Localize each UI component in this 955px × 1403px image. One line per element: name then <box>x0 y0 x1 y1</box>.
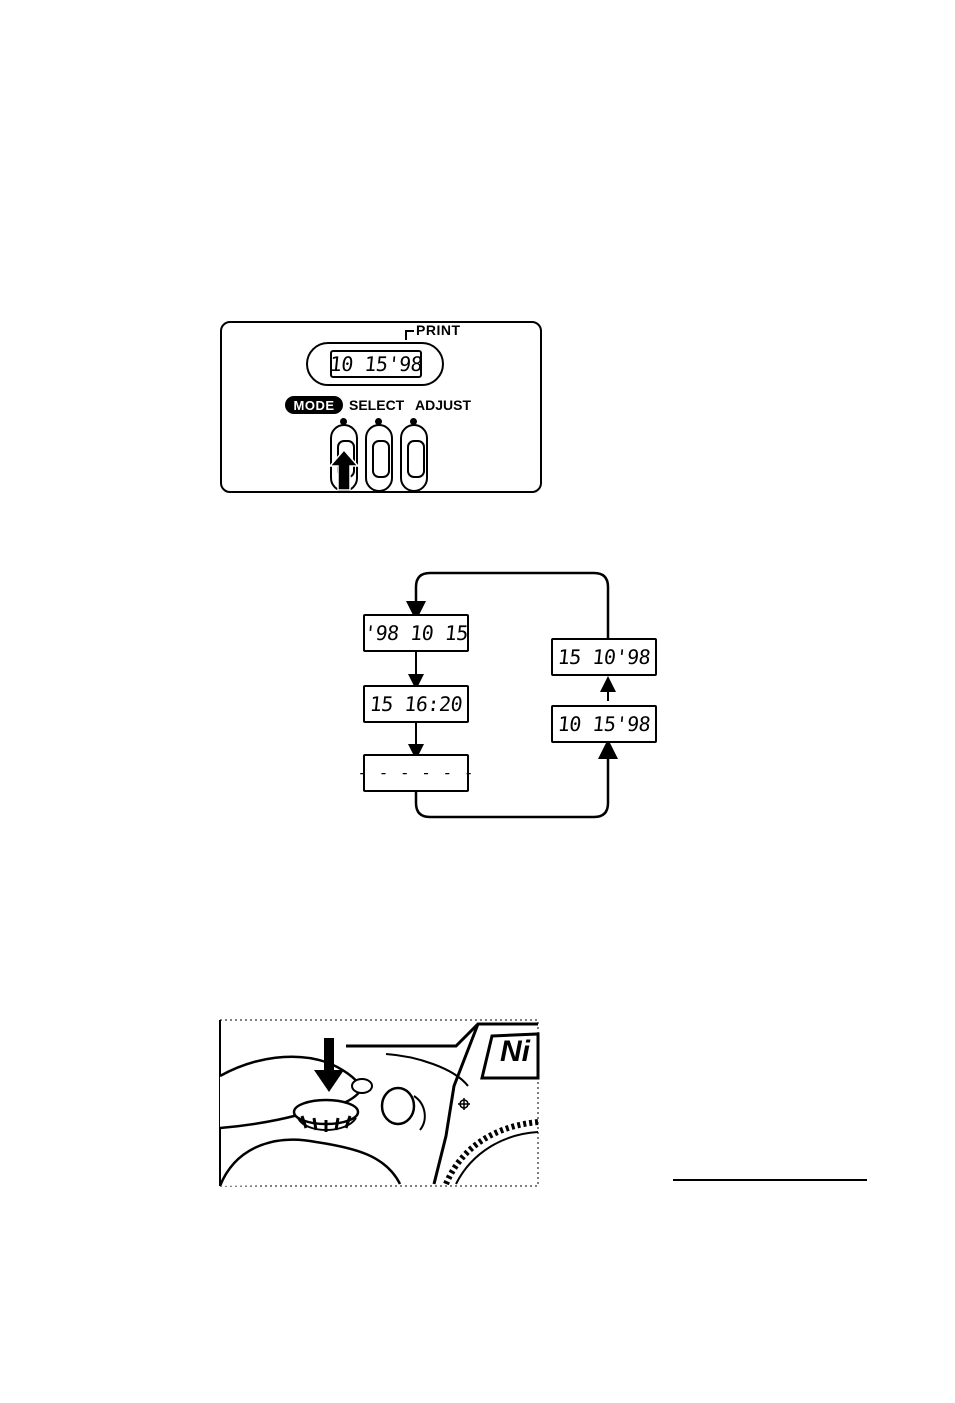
lcd-day-month-year-text: 15 10'98 <box>551 640 657 674</box>
select-button[interactable] <box>365 424 393 492</box>
lcd-year-month-day: '98 10 15 <box>363 614 469 652</box>
control-dial <box>382 1088 414 1124</box>
adjust-button[interactable] <box>400 424 428 492</box>
brand-logo-text: Ni <box>500 1035 530 1069</box>
select-label: SELECT <box>349 396 404 414</box>
print-label: PRINT <box>416 322 461 338</box>
select-button-slot <box>372 440 390 478</box>
lcd-year-month-day-text: '98 10 15 <box>363 616 469 650</box>
camera-top-illustration <box>216 1016 542 1188</box>
lower-hand <box>220 1140 400 1186</box>
lens-mount-ring <box>446 1122 538 1184</box>
lcd-day-time-text: 15 16:20 <box>363 687 469 721</box>
lcd-day-time: 15 16:20 <box>363 685 469 723</box>
lcd-display-text: 10 15'98 <box>331 352 422 376</box>
adjust-button-slot <box>407 440 425 478</box>
adjust-label: ADJUST <box>415 396 471 414</box>
lcd-blank: - - - - - - <box>363 754 469 792</box>
print-bracket-line <box>405 330 414 340</box>
press-arrow-icon <box>328 448 360 492</box>
lcd-month-day-year: 10 15'98 <box>551 705 657 743</box>
lcd-month-day-year-text: 10 15'98 <box>551 707 657 741</box>
focal-plane-mark-icon <box>458 1098 470 1110</box>
lcd-display: 10 15'98 <box>330 350 422 378</box>
lcd-day-month-year: 15 10'98 <box>551 638 657 676</box>
lcd-blank-text: - - - - - - <box>363 756 469 790</box>
mode-label: MODE <box>285 396 343 414</box>
footnote-rule <box>673 1179 867 1181</box>
